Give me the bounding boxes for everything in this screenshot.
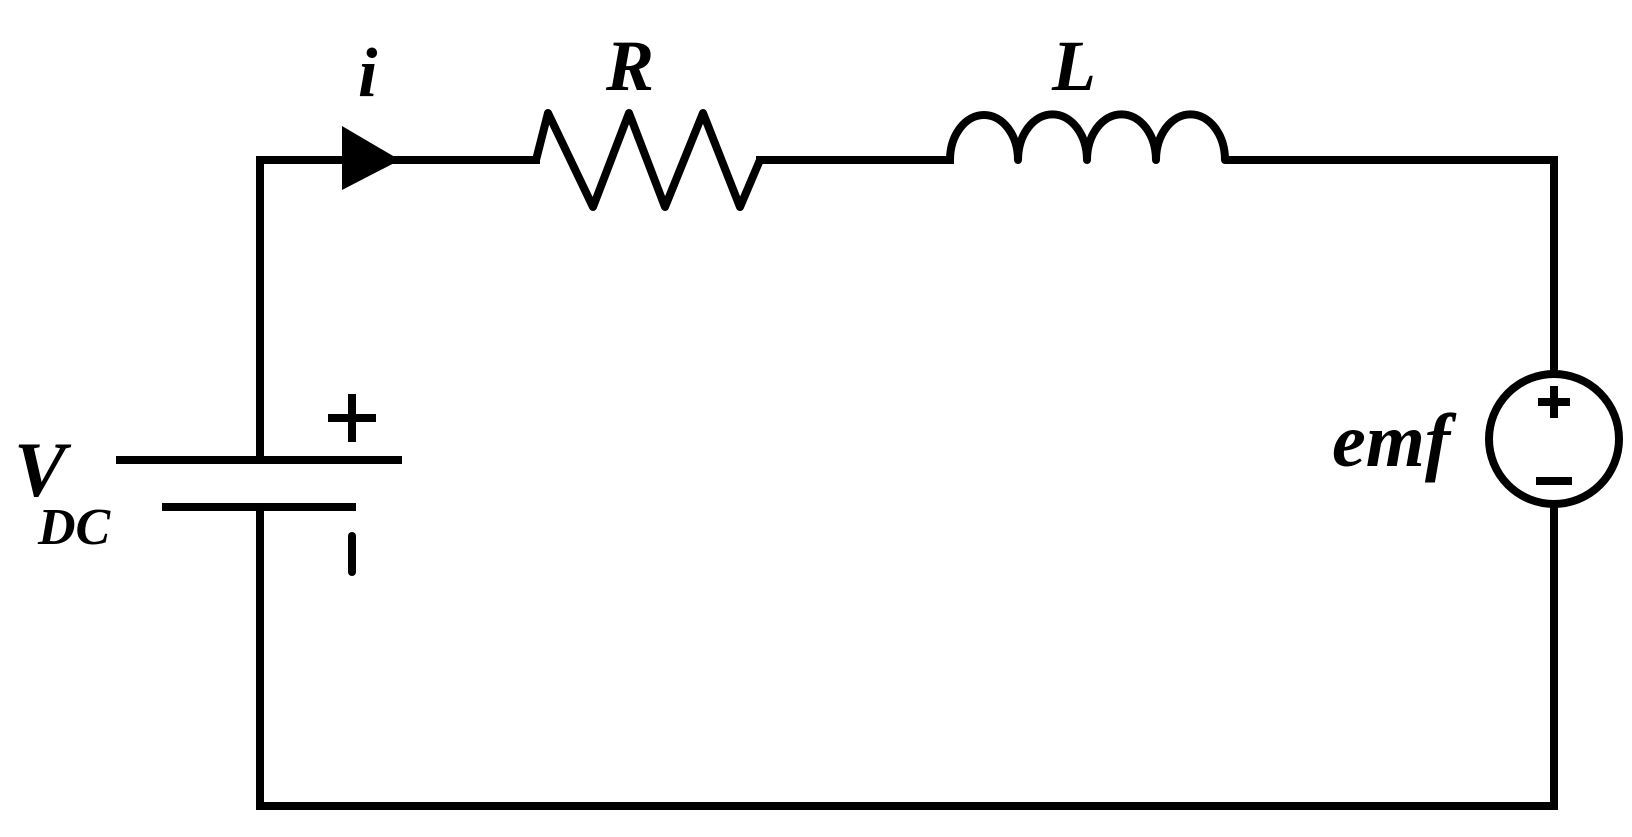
current-arrow-icon [342, 126, 400, 190]
wire-inductor-emf [1230, 156, 1558, 378]
emf-plus-icon [1538, 386, 1570, 418]
circuit-wires [256, 156, 1558, 810]
dc-source-subscript: DC [37, 499, 112, 556]
battery-plus-icon [328, 394, 376, 442]
dc-source [116, 394, 402, 576]
wire-left-top [256, 156, 540, 464]
inductor [946, 110, 1238, 164]
emf-source [1485, 370, 1623, 508]
dc-source-label: V [14, 426, 72, 513]
resistor-label: R [605, 26, 654, 106]
emf-label: emf [1332, 399, 1457, 483]
current-label: i [358, 35, 378, 112]
wire-bottom [256, 500, 1558, 810]
inductor-label: L [1051, 26, 1096, 106]
emf-circle [1485, 370, 1623, 508]
resistor [532, 109, 764, 211]
